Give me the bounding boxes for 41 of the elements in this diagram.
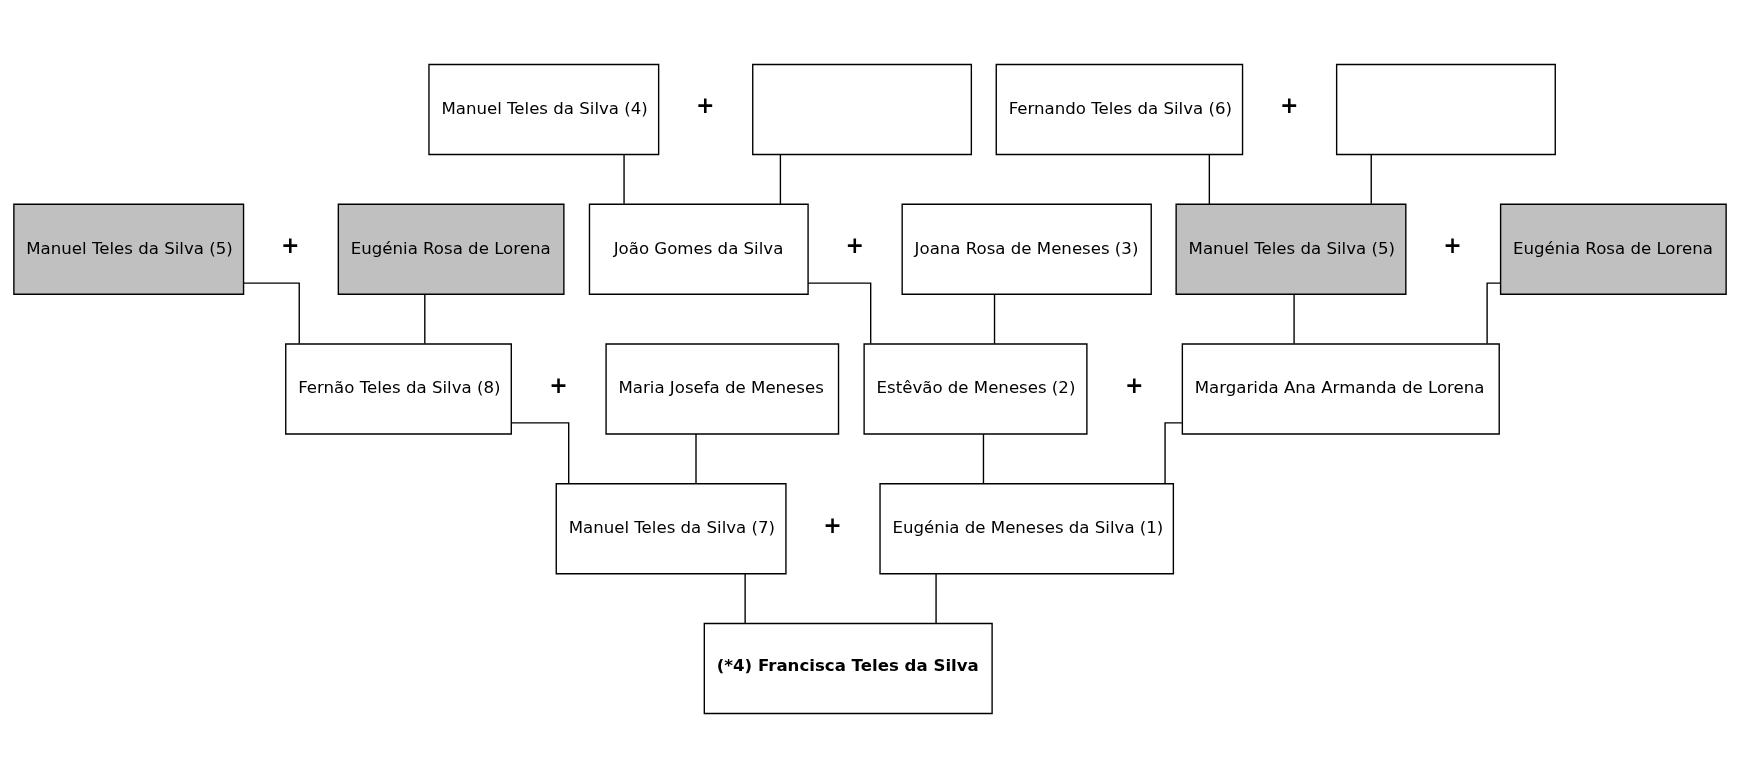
label: + [1443, 232, 1462, 259]
connector [1208, 153, 1211, 205]
node-box: João Gomes da Silva [588, 203, 809, 295]
connector [1293, 293, 1295, 345]
node-box: Fernão Teles da Silva (8) [285, 343, 512, 435]
node-box: Eugénia Rosa de Lorena [337, 203, 565, 295]
connector [623, 153, 625, 205]
connector [744, 573, 746, 624]
label: + [696, 92, 715, 119]
label: + [1279, 92, 1299, 119]
label: + [845, 232, 864, 259]
connector [935, 573, 937, 624]
node-box: Margarida Ana Armanda de Lorena [1181, 343, 1500, 435]
connector [779, 153, 782, 205]
connector [993, 293, 996, 345]
node-box: Manuel Teles da Silva (4) [428, 63, 660, 156]
node-box: Fernando Teles da Silva (6) [995, 63, 1244, 156]
node-box: Joana Rosa de Meneses (3) [901, 203, 1152, 295]
label: + [823, 511, 842, 538]
node-box: Manuel Teles da Silva (7) [555, 483, 787, 575]
connector [510, 422, 570, 484]
node-box: Eugénia de Meneses da Silva (1) [879, 483, 1175, 575]
connector [982, 433, 985, 485]
node-box: Maria Josefa de Meneses [605, 343, 840, 435]
connector [1370, 153, 1372, 205]
connector [807, 282, 872, 345]
node-box [752, 63, 973, 156]
node-box: Manuel Teles da Silva (5) [13, 203, 245, 295]
connector [695, 433, 697, 485]
connector [1486, 282, 1501, 345]
label: + [549, 371, 568, 398]
node-box: Estêvão de Meneses (2) [863, 343, 1088, 435]
label: + [280, 232, 300, 259]
connector [243, 282, 300, 345]
label: + [1124, 371, 1144, 398]
node-box: Manuel Teles da Silva (5) [1175, 203, 1407, 295]
connector [1164, 422, 1183, 484]
connector [424, 293, 426, 345]
node-box: Eugénia Rosa de Lorena [1499, 203, 1727, 295]
node-box: (*4) Francisca Teles da Silva [703, 622, 993, 715]
node-box [1335, 63, 1556, 156]
